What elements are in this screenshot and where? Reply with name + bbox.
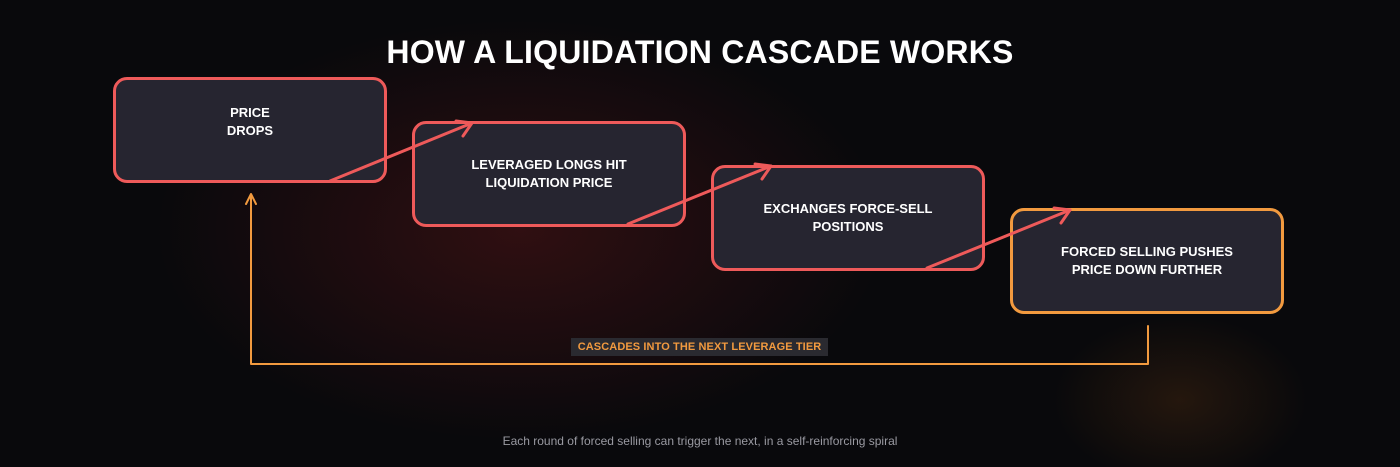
- diagram-title: HOW A LIQUIDATION CASCADE WORKS: [386, 34, 1014, 70]
- step-longs-liquidated: LEVERAGED LONGS HIT LIQUIDATION PRICE: [412, 121, 686, 227]
- step-label: FORCED SELLING PUSHES PRICE DOWN FURTHER: [1061, 244, 1233, 277]
- diagram-caption: Each round of forced selling can trigger…: [502, 434, 898, 448]
- step-price-drops: PRICE DROPS: [113, 77, 387, 183]
- step-label: LEVERAGED LONGS HIT LIQUIDATION PRICE: [471, 157, 627, 190]
- feedback-loop-label: CASCADES INTO THE NEXT LEVERAGE TIER: [571, 338, 828, 356]
- step-label: EXCHANGES FORCE-SELL POSITIONS: [763, 201, 933, 234]
- step-price-pushed-down: FORCED SELLING PUSHES PRICE DOWN FURTHER: [1010, 208, 1284, 314]
- step-force-sell: EXCHANGES FORCE-SELL POSITIONS: [711, 165, 985, 271]
- step-label: PRICE DROPS: [226, 105, 274, 138]
